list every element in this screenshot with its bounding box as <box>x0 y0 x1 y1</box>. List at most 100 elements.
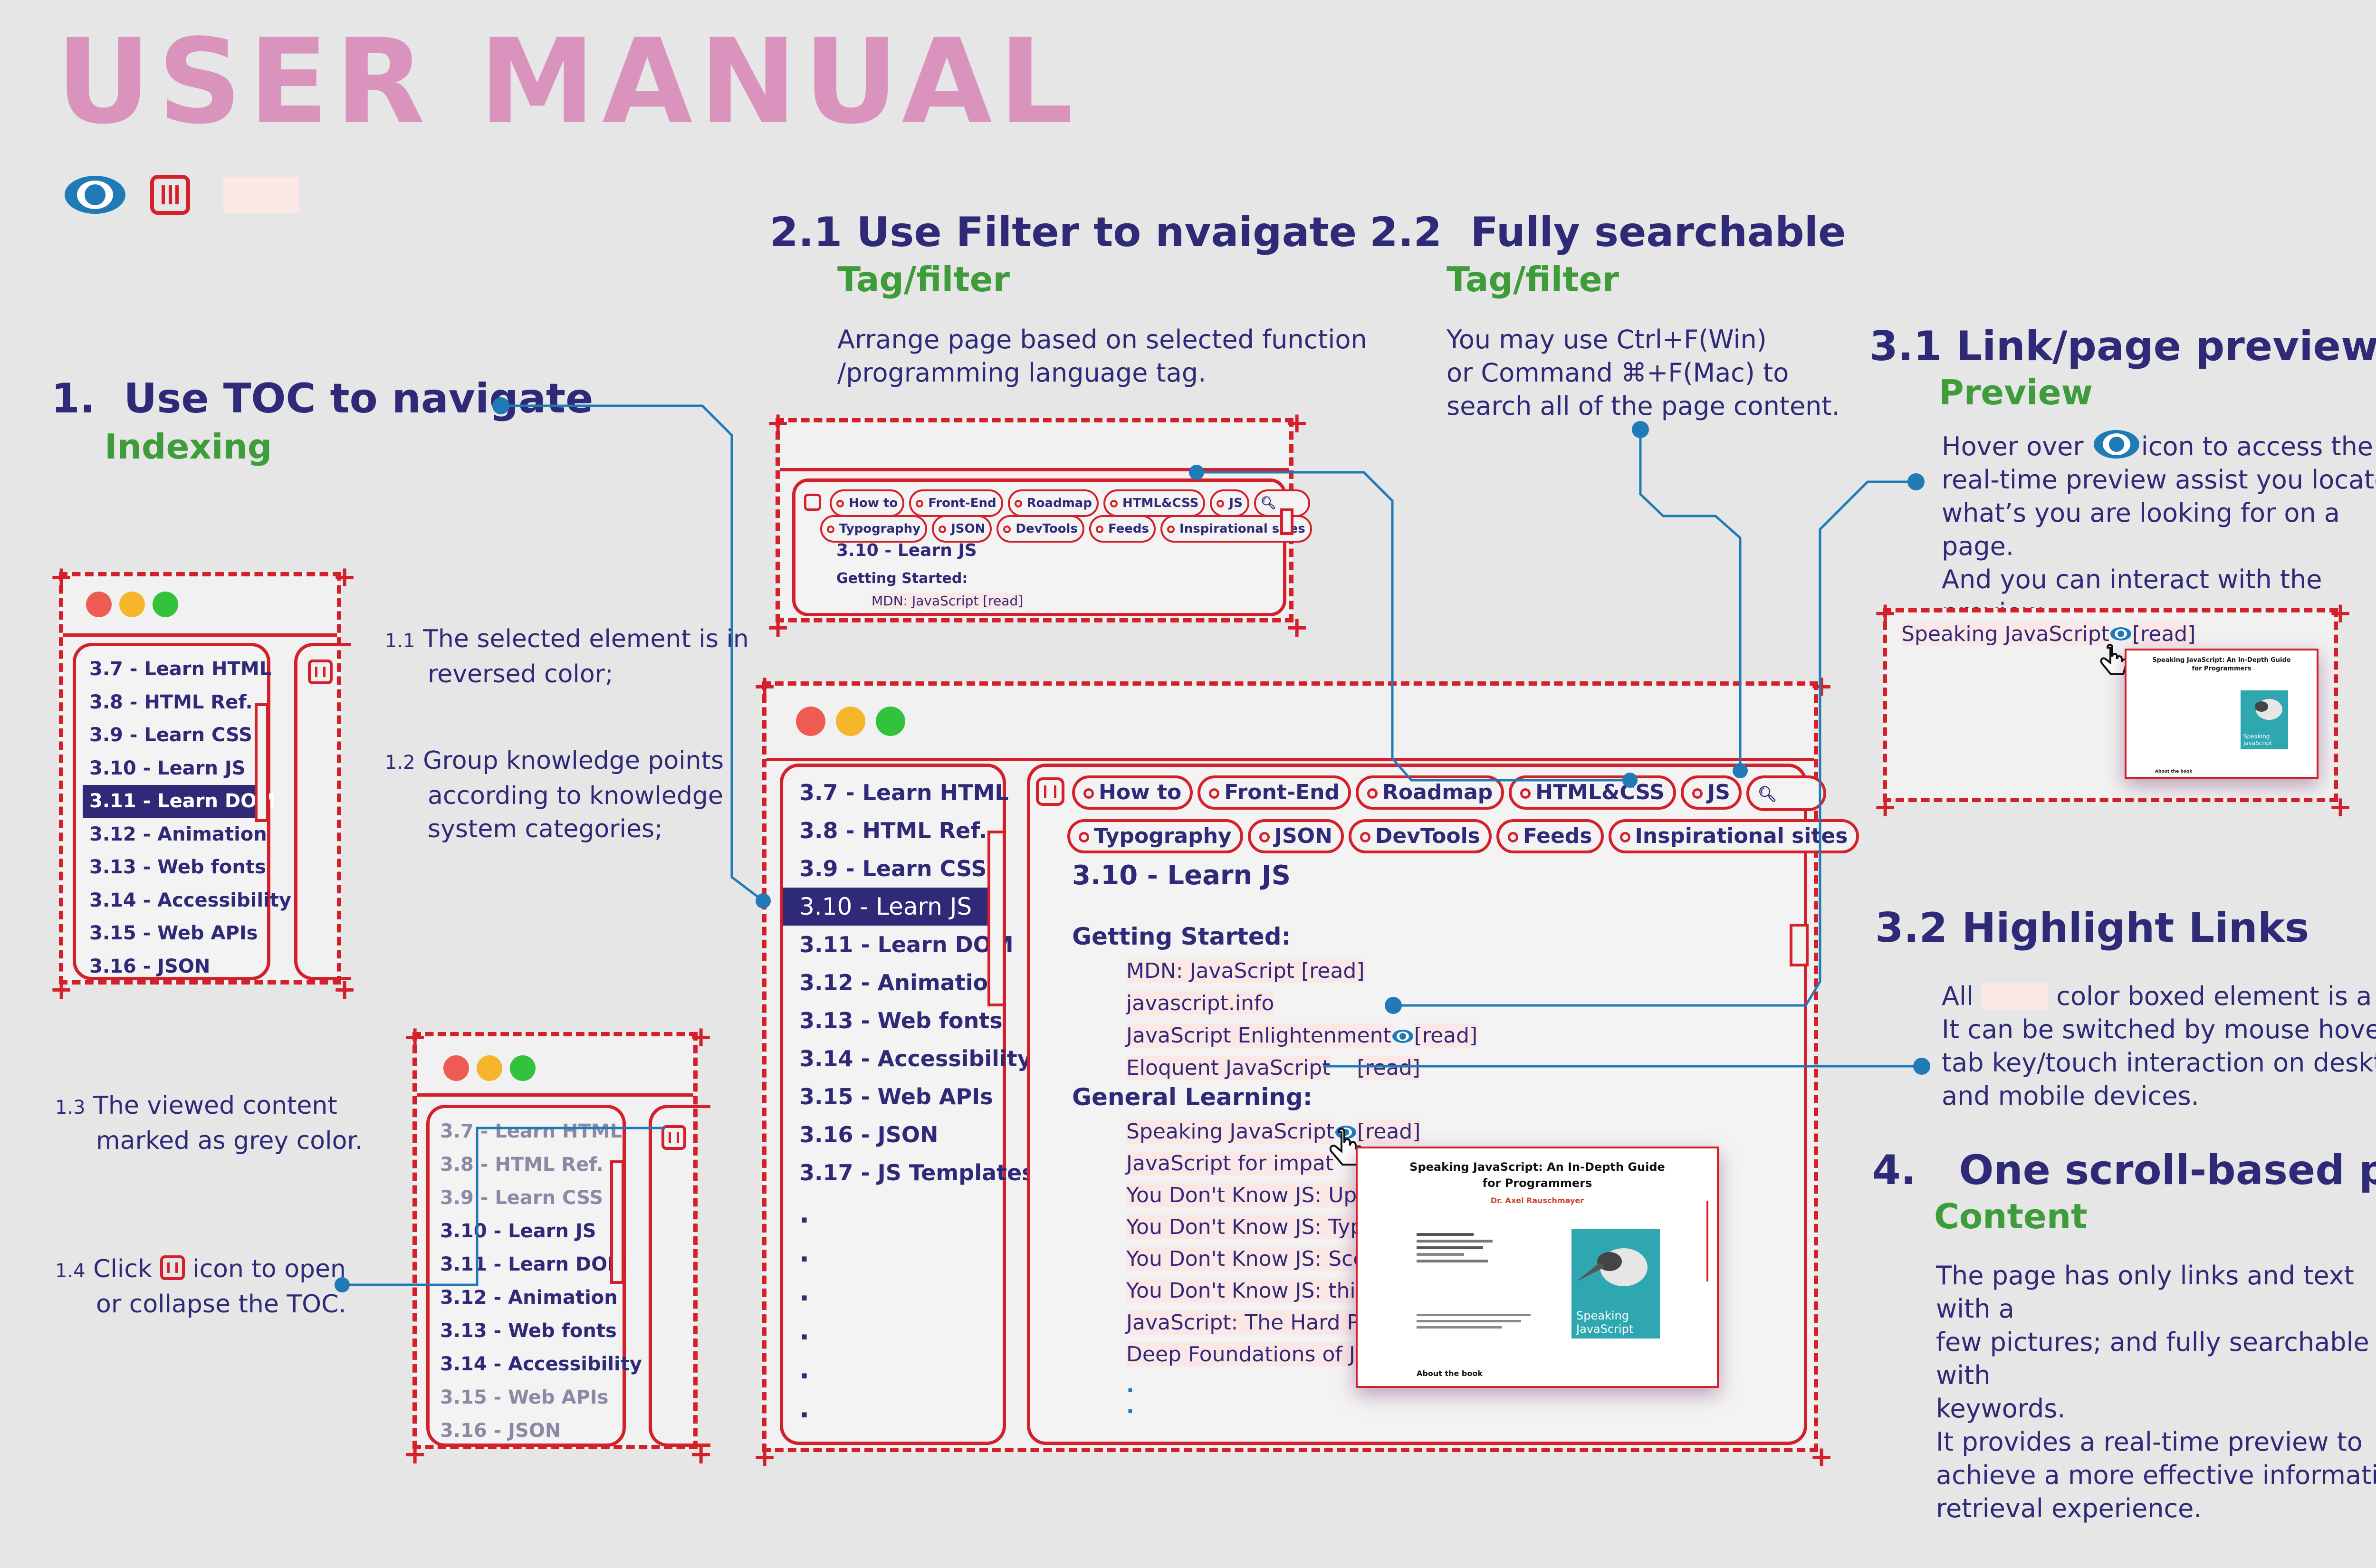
section-3-1-title: Link/page preview <box>1956 323 2376 370</box>
toc-item[interactable]: 3.12 - Animation <box>89 823 267 845</box>
frame-corner-mark: + <box>1873 596 1897 630</box>
section-3-2-number: 3.2 <box>1875 904 1948 952</box>
toc-item[interactable]: 3.13 - Web fonts <box>89 856 266 878</box>
tag-chip[interactable]: How to <box>830 489 905 517</box>
window-minimize-dot[interactable] <box>119 592 145 617</box>
tag-chip[interactable]: DevTools <box>996 515 1084 543</box>
scrollbar[interactable] <box>255 703 269 822</box>
toc-toggle-icon[interactable] <box>804 494 821 511</box>
window-maximize-dot[interactable] <box>510 1055 536 1081</box>
toc-item[interactable]: 3.16 - JSON <box>89 955 211 977</box>
toc-item-viewed[interactable]: 3.9 - Learn CSS <box>440 1187 603 1209</box>
book-cover-image: Speaking JavaScript <box>2241 690 2288 749</box>
resource-link[interactable]: MDN: JavaScript [read] <box>872 593 1024 609</box>
toc-item[interactable]: 3.11 - Learn DOM <box>440 1253 626 1275</box>
read-link[interactable]: [read] <box>1357 1056 1420 1080</box>
resource-link[interactable]: MDN: JavaScript [read] <box>1126 959 1365 983</box>
tag-chip[interactable]: DevTools <box>1348 819 1492 853</box>
window-close-dot[interactable] <box>443 1055 469 1081</box>
scrollbar[interactable] <box>1280 508 1293 535</box>
tag-chip[interactable]: Roadmap <box>1355 775 1504 810</box>
tag-chip[interactable]: Front-End <box>909 489 1003 517</box>
tag-chip[interactable]: Roadmap <box>1007 489 1099 517</box>
toc-item-viewed[interactable]: 3.15 - Web APIs <box>440 1386 609 1408</box>
tag-chip[interactable]: Feeds <box>1496 819 1604 853</box>
toc-item[interactable]: 3.12 - Animation <box>440 1287 618 1309</box>
toc-item-viewed[interactable]: 3.8 - HTML Ref. <box>440 1154 604 1176</box>
resource-link[interactable]: JavaScript Enlightenment <box>1126 1023 1391 1048</box>
window-minimize-dot[interactable] <box>836 707 865 736</box>
tag-chip[interactable]: Front-End <box>1198 775 1351 810</box>
resource-link[interactable]: You Don't Know JS: Typ <box>1126 1215 1364 1239</box>
resource-link[interactable]: Speaking JavaScript <box>1126 1119 1334 1144</box>
resource-link[interactable]: You Don't Know JS: Sco <box>1126 1247 1366 1271</box>
tag-chip[interactable]: Feeds <box>1089 515 1156 543</box>
resource-link[interactable]: You Don't Know JS: thi <box>1126 1279 1356 1303</box>
toc-item[interactable]: 3.7 - Learn HTML <box>89 658 272 680</box>
resource-link[interactable]: JavaScript for impat <box>1126 1151 1334 1176</box>
toc-item-viewed[interactable]: 3.7 - Learn HTML <box>440 1120 623 1142</box>
window-maximize-dot[interactable] <box>876 707 905 736</box>
toc-item[interactable]: 3.8 - HTML Ref. <box>89 691 253 713</box>
toc-item[interactable]: 3.10 - Learn JS <box>440 1220 596 1242</box>
search-input[interactable]: 🔍︎ <box>1746 775 1826 811</box>
toc-item[interactable]: 3.14 - Accessibility <box>799 1046 1032 1071</box>
toc-item[interactable]: 3.7 - Learn HTML <box>799 780 1009 805</box>
window-close-dot[interactable] <box>86 592 112 617</box>
toc-item[interactable]: 3.10 - Learn JS <box>89 757 246 779</box>
link-color-swatch <box>223 177 299 213</box>
tag-chip[interactable]: HTML&CSS <box>1509 775 1676 810</box>
toc-item[interactable]: 3.13 - Web fonts <box>440 1320 617 1342</box>
tag-chip[interactable]: JSON <box>932 515 992 543</box>
resource-link[interactable]: JavaScript: The Hard Pa <box>1126 1310 1371 1335</box>
tag-chip-js[interactable]: JS <box>1210 489 1249 517</box>
toc-item[interactable]: 3.13 - Web fonts <box>799 1008 1003 1033</box>
toc-item-selected[interactable]: 3.10 - Learn JS <box>783 888 1002 926</box>
tag-chip[interactable]: Typography <box>1067 819 1243 853</box>
window-maximize-dot[interactable] <box>153 592 178 617</box>
toc-toggle-icon[interactable] <box>308 660 333 684</box>
toc-panel: 3.7 - Learn HTML 3.8 - HTML Ref. 3.9 - L… <box>73 643 291 980</box>
resource-link[interactable]: javascript.info <box>1126 991 1274 1015</box>
eye-icon[interactable] <box>2109 626 2132 642</box>
toc-item[interactable]: 3.8 - HTML Ref. <box>799 818 987 843</box>
toc-panel: 3.7 - Learn HTML 3.8 - HTML Ref. 3.9 - L… <box>426 1105 642 1447</box>
window-close-dot[interactable] <box>796 707 825 736</box>
scrollbar[interactable] <box>1706 1201 1717 1281</box>
toc-item[interactable]: 3.14 - Accessibility <box>440 1353 642 1375</box>
toc-item[interactable]: 3.15 - Web APIs <box>89 922 258 944</box>
resource-link[interactable]: Deep Foundations of Ja <box>1126 1342 1368 1367</box>
toc-toggle-icon[interactable] <box>661 1125 686 1150</box>
scrollbar[interactable] <box>987 831 1006 1006</box>
window-minimize-dot[interactable] <box>477 1055 502 1081</box>
read-link[interactable]: [read] <box>1357 1119 1421 1144</box>
tag-chip[interactable]: Inspirational sites <box>1608 819 1859 853</box>
read-link[interactable]: [read] <box>2132 622 2196 646</box>
toc-item[interactable]: 3.9 - Learn CSS <box>89 724 252 746</box>
toc-item[interactable]: 3.14 - Accessibility <box>89 889 291 911</box>
eye-icon[interactable] <box>1391 1028 1414 1044</box>
toc-item[interactable]: 3.16 - JSON <box>799 1122 939 1147</box>
tag-chip[interactable]: How to <box>1072 775 1193 810</box>
tag-chip-js[interactable]: JS <box>1680 775 1742 810</box>
toc-item[interactable]: 3.9 - Learn CSS <box>799 856 987 881</box>
toc-item[interactable]: 3.15 - Web APIs <box>799 1084 993 1109</box>
toc-item-selected[interactable]: 3.11 - Learn DOM <box>83 785 276 818</box>
tag-chip[interactable]: HTML&CSS <box>1103 489 1206 517</box>
tag-chip[interactable]: Typography <box>820 515 928 543</box>
scrollbar[interactable] <box>610 1160 624 1284</box>
toc-item[interactable]: 3.12 - Animation <box>799 970 1004 995</box>
toc-toggle-icon[interactable] <box>1036 777 1064 806</box>
resource-link[interactable]: Speaking JavaScript <box>1901 622 2109 646</box>
read-link[interactable]: [read] <box>1414 1023 1478 1048</box>
tag-chip[interactable]: JSON <box>1247 819 1344 853</box>
section-3-1-subtitle: Preview <box>1939 373 2093 412</box>
toc-item[interactable]: 3.11 - Learn DOM <box>799 932 1014 957</box>
toc-item[interactable]: 3.17 - JS Templates <box>799 1160 1035 1186</box>
scrollbar[interactable] <box>1790 924 1809 966</box>
toc-item-viewed[interactable]: 3.16 - JSON <box>440 1420 561 1442</box>
resource-link[interactable]: You Don't Know JS: Up <box>1126 1183 1357 1207</box>
resource-link[interactable]: Eloquent JavaScript <box>1126 1056 1331 1080</box>
